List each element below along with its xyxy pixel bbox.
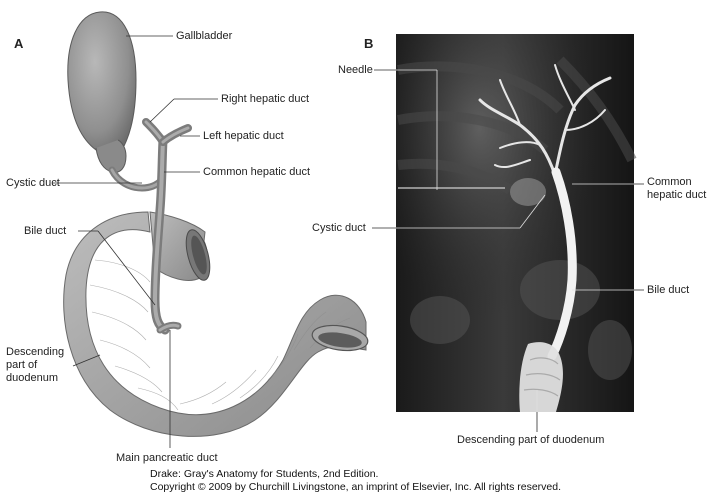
label-common-hepatic-duct-b-line2: hepatic duct [647, 189, 706, 202]
label-left-hepatic-duct: Left hepatic duct [203, 130, 284, 143]
label-bile-duct-b: Bile duct [647, 284, 689, 297]
credit-line-1: Drake: Gray's Anatomy for Students, 2nd … [150, 468, 378, 481]
label-descending-duodenum-a-line3: duodenum [6, 372, 58, 385]
label-common-hepatic-duct-b-line1: Common [647, 176, 692, 189]
gallbladder [68, 12, 136, 155]
label-descending-duodenum-a-line1: Descending [6, 346, 64, 359]
credit-line-2: Copyright © 2009 by Churchill Livingston… [150, 481, 561, 494]
label-cystic-duct-b: Cystic duct [312, 222, 366, 235]
label-right-hepatic-duct: Right hepatic duct [221, 93, 309, 106]
label-descending-duodenum-b: Descending part of duodenum [457, 434, 604, 447]
label-needle: Needle [338, 64, 373, 77]
label-gallbladder: Gallbladder [176, 30, 232, 43]
label-bile-duct-a: Bile duct [24, 225, 66, 238]
label-common-hepatic-duct: Common hepatic duct [203, 166, 310, 179]
label-descending-duodenum-a-line2: part of [6, 359, 37, 372]
label-cystic-duct-a: Cystic duct [6, 177, 60, 190]
label-main-pancreatic-duct: Main pancreatic duct [116, 452, 218, 465]
panel-b-xray [372, 34, 644, 432]
